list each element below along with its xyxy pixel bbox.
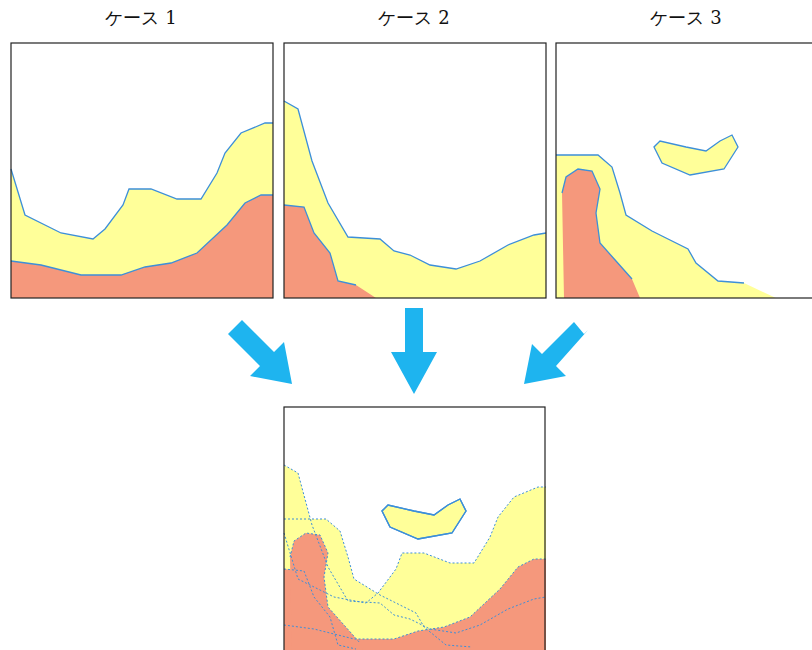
panel-border	[284, 407, 545, 650]
island-boundary	[382, 499, 466, 539]
map-panel: ケース 1	[10, 0, 272, 297]
merge-arrow	[524, 322, 588, 384]
map-panel-svg	[555, 42, 812, 299]
case-heading: ケース 3	[555, 0, 812, 30]
combined-map	[284, 407, 546, 650]
zone-boundary	[562, 169, 632, 279]
merge-arrow	[391, 308, 437, 394]
red-zone	[284, 205, 376, 298]
zone-boundary	[556, 155, 744, 283]
yellow-zone	[11, 123, 273, 298]
panel-border	[556, 43, 812, 298]
yellow-zone	[284, 487, 546, 650]
merge-arrow	[228, 320, 292, 384]
case-heading: ケース 2	[283, 0, 545, 30]
map-panel-svg	[283, 42, 547, 299]
yellow-island	[382, 499, 466, 539]
map-panel: ケース 2	[283, 0, 545, 297]
yellow-zone	[556, 155, 776, 298]
zone-boundary	[284, 487, 546, 603]
zone-boundary	[284, 519, 472, 647]
yellow-zone	[284, 101, 546, 298]
zone-boundary	[290, 533, 360, 643]
yellow-zone	[284, 465, 546, 650]
zone-boundary	[284, 559, 546, 639]
zone-boundary	[11, 123, 273, 239]
map-panel-svg	[10, 42, 274, 299]
case-heading: ケース 1	[10, 0, 272, 30]
panel-border	[11, 43, 273, 298]
red-zone	[562, 169, 640, 298]
yellow-island	[654, 135, 738, 175]
zone-boundary	[284, 569, 356, 649]
zone-boundary	[284, 465, 546, 633]
zone-boundary	[284, 205, 356, 285]
red-zone	[11, 195, 273, 298]
zone-boundary	[11, 195, 273, 275]
panel-border	[284, 43, 546, 298]
map-panel: ケース 3	[555, 0, 812, 297]
